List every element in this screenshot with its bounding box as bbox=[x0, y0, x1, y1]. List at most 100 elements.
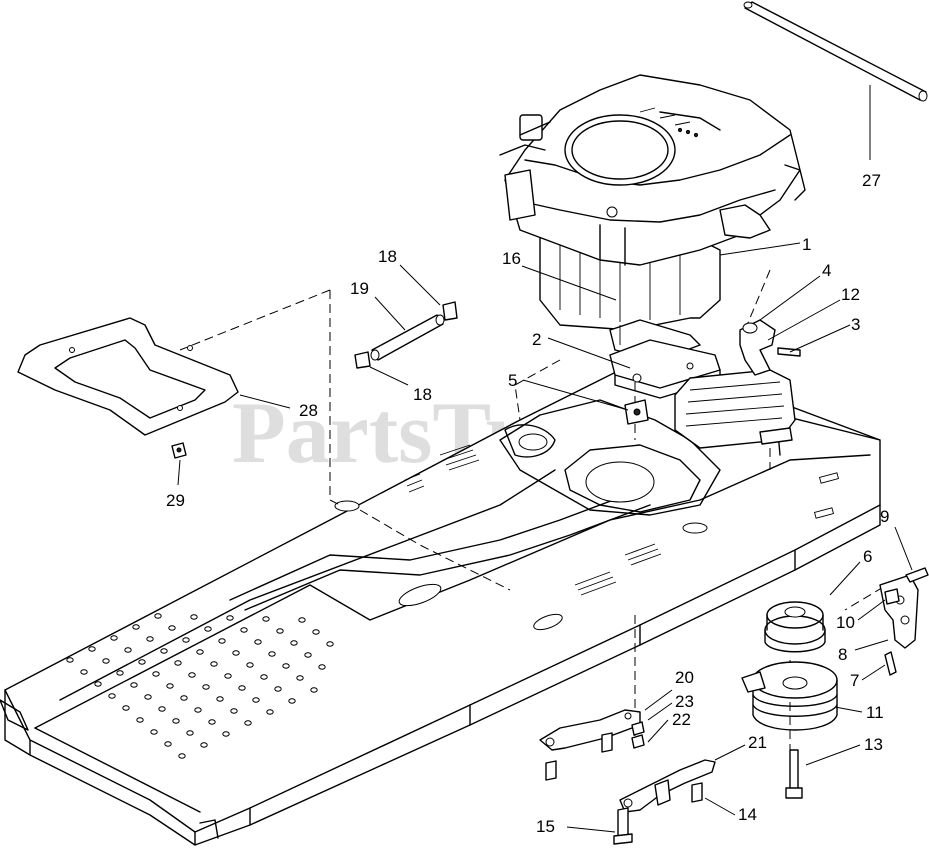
floor-hole bbox=[186, 730, 194, 736]
callout-29: 29 bbox=[166, 491, 185, 510]
bracket-21 bbox=[619, 759, 716, 813]
floor-hole bbox=[288, 698, 296, 704]
floor-hole bbox=[88, 646, 96, 652]
floor-hole bbox=[232, 650, 240, 656]
floor-hole bbox=[146, 636, 154, 642]
floor-hole bbox=[208, 719, 216, 725]
floor-hole bbox=[274, 686, 282, 692]
floor-hole bbox=[276, 628, 284, 634]
callout-13: 13 bbox=[864, 735, 883, 754]
floor-hole bbox=[326, 641, 334, 647]
rod-27 bbox=[743, 1, 928, 102]
floor-hole bbox=[144, 694, 152, 700]
floor-hole bbox=[138, 659, 146, 665]
callout-15: 15 bbox=[536, 817, 555, 836]
floor-hole bbox=[296, 675, 304, 681]
callout-3: 3 bbox=[851, 315, 860, 334]
callout-labels: 1 2 3 4 5 6 7 8 9 10 11 12 13 14 15 16 1… bbox=[166, 171, 889, 836]
floor-hole bbox=[172, 718, 180, 724]
floor-hole bbox=[310, 687, 318, 693]
floor-hole bbox=[252, 697, 260, 703]
floor-hole bbox=[254, 639, 262, 645]
floor-hole bbox=[124, 647, 132, 653]
floor-hole bbox=[94, 681, 102, 687]
floor-hole-pattern bbox=[66, 613, 334, 759]
floor-hole bbox=[218, 638, 226, 644]
floor-hole bbox=[304, 652, 312, 658]
callout-28: 28 bbox=[299, 401, 318, 420]
floor-hole bbox=[196, 649, 204, 655]
floor-hole bbox=[224, 673, 232, 679]
callout-12: 12 bbox=[841, 285, 860, 304]
floor-hole bbox=[154, 613, 162, 619]
spacer-tube bbox=[354, 301, 458, 369]
floor-hole bbox=[110, 635, 118, 641]
callout-23: 23 bbox=[675, 692, 694, 711]
floor-hole bbox=[136, 717, 144, 723]
bolts bbox=[545, 760, 703, 845]
floor-hole bbox=[66, 657, 74, 663]
callout-10: 10 bbox=[836, 613, 855, 632]
floor-hole bbox=[230, 708, 238, 714]
callout-21: 21 bbox=[748, 733, 767, 752]
floor-hole bbox=[312, 629, 320, 635]
floor-hole bbox=[194, 707, 202, 713]
callout-11: 11 bbox=[866, 703, 884, 722]
floor-hole bbox=[268, 651, 276, 657]
pulley bbox=[764, 601, 826, 653]
floor-hole bbox=[200, 742, 208, 748]
callout-1: 1 bbox=[802, 235, 811, 254]
floor-hole bbox=[174, 660, 182, 666]
floor-hole bbox=[266, 709, 274, 715]
chassis-frame bbox=[0, 359, 881, 846]
floor-hole bbox=[246, 662, 254, 668]
bracket-20 bbox=[539, 709, 645, 753]
callout-22: 22 bbox=[672, 710, 691, 729]
floor-hole bbox=[262, 616, 270, 622]
floor-hole bbox=[226, 615, 234, 621]
callout-27: 27 bbox=[862, 171, 881, 190]
callout-9: 9 bbox=[880, 507, 889, 526]
callout-8: 8 bbox=[838, 645, 847, 664]
callout-2: 2 bbox=[532, 330, 541, 349]
callout-4: 4 bbox=[822, 261, 831, 280]
floor-hole bbox=[152, 671, 160, 677]
floor-hole bbox=[244, 720, 252, 726]
floor-hole bbox=[188, 672, 196, 678]
floor-hole bbox=[240, 627, 248, 633]
muffler bbox=[674, 319, 801, 449]
floor-hole bbox=[260, 674, 268, 680]
floor-hole bbox=[168, 625, 176, 631]
seat-plate bbox=[17, 317, 239, 459]
floor-hole bbox=[108, 693, 116, 699]
floor-hole bbox=[116, 670, 124, 676]
callout-18-top: 18 bbox=[378, 247, 397, 266]
floor-hole bbox=[216, 696, 224, 702]
callout-16: 16 bbox=[502, 249, 521, 268]
floor-hole bbox=[222, 731, 230, 737]
floor-hole bbox=[298, 617, 306, 623]
floor-hole bbox=[238, 685, 246, 691]
floor-hole bbox=[290, 640, 298, 646]
floor-hole bbox=[132, 624, 140, 630]
floor-hole bbox=[80, 669, 88, 675]
callout-14: 14 bbox=[738, 805, 757, 824]
vent-slots bbox=[404, 444, 662, 596]
floor-hole bbox=[102, 658, 110, 664]
floor-hole bbox=[166, 683, 174, 689]
callout-6: 6 bbox=[863, 547, 872, 566]
engine-mount-plate bbox=[609, 339, 721, 425]
callout-19: 19 bbox=[350, 279, 369, 298]
callout-5: 5 bbox=[508, 371, 517, 390]
floor-hole bbox=[158, 706, 166, 712]
floor-hole bbox=[282, 663, 290, 669]
floor-hole bbox=[182, 637, 190, 643]
floor-hole bbox=[150, 729, 158, 735]
floor-hole bbox=[164, 741, 172, 747]
callout-7: 7 bbox=[850, 671, 859, 690]
bolt-13 bbox=[785, 749, 803, 799]
engine bbox=[499, 74, 806, 361]
floor-hole bbox=[180, 695, 188, 701]
